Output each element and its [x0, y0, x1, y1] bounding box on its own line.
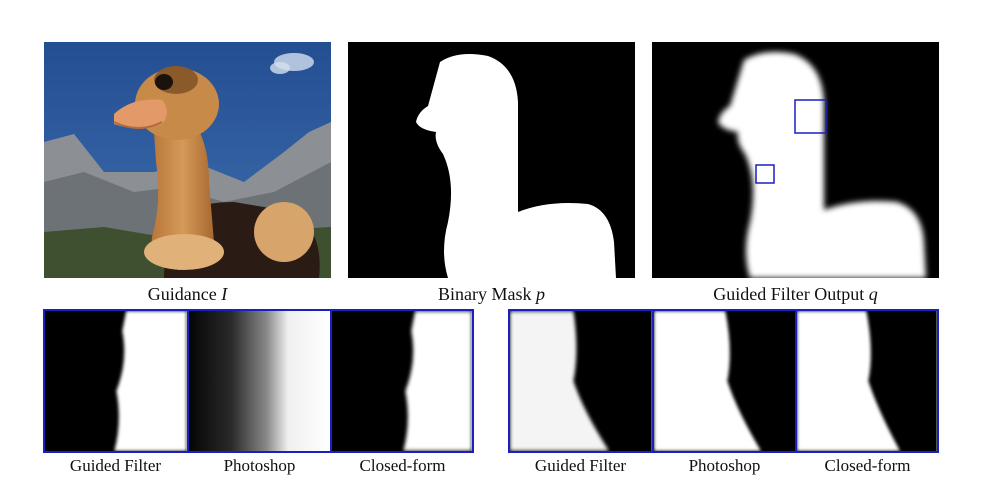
right-crop-guided-filter: [510, 311, 652, 451]
right-label-guided-filter: Guided Filter: [534, 456, 627, 475]
right-label-photoshop: Photoshop: [688, 456, 761, 475]
left-label-photoshop: Photoshop: [223, 456, 296, 475]
output-caption: Guided Filter Output q: [713, 284, 878, 304]
ostrich-photo: [44, 42, 331, 278]
left-zoom-strip: [43, 309, 474, 453]
right-zoom-strip: [508, 309, 939, 453]
zoom-box-lower: [755, 164, 775, 184]
left-crop-guided-filter: [45, 311, 187, 451]
guided-filter-output-image: [652, 42, 939, 278]
right-label-closed-form: Closed-form: [824, 456, 911, 475]
left-crop-closed-form: [330, 311, 472, 451]
mask-caption: Binary Mask p: [438, 284, 545, 304]
binary-mask-silhouette: [348, 42, 635, 278]
left-crop-photoshop: [186, 311, 331, 451]
filtered-silhouette: [652, 42, 939, 278]
left-label-guided-filter: Guided Filter: [69, 456, 162, 475]
right-crop-photoshop: [651, 311, 796, 451]
zoom-box-upper: [794, 99, 827, 134]
binary-mask-image: [348, 42, 635, 278]
guidance-image: [44, 42, 331, 278]
right-crop-closed-form: [795, 311, 937, 451]
guidance-caption: Guidance I: [147, 284, 228, 304]
left-label-closed-form: Closed-form: [359, 456, 446, 475]
